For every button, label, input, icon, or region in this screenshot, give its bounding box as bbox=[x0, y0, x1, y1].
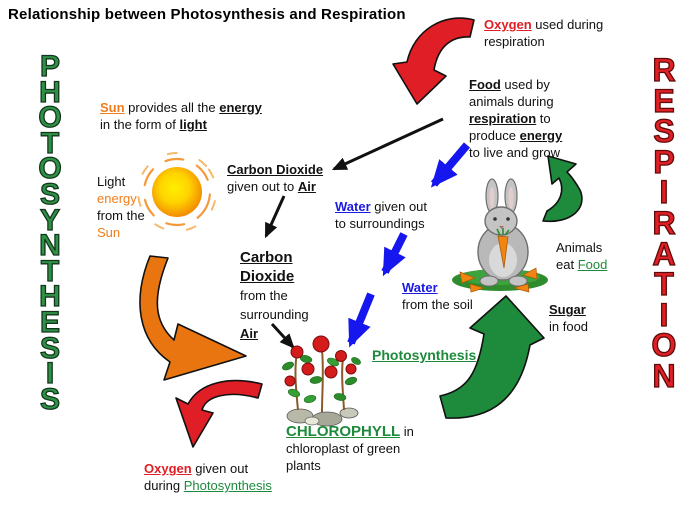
sun-provides-energy-text: Sun provides all the energy in the form … bbox=[100, 100, 262, 132]
green-hook-arrow-animals bbox=[542, 155, 583, 223]
oxygen-used-during-respiration-text: Oxygen used during respiration bbox=[484, 17, 604, 49]
carbon-dioxide-given-out-text: Carbon Dioxide given out to Air bbox=[227, 162, 324, 194]
sugar-in-food-text: Sugar in food bbox=[549, 302, 589, 334]
water-from-soil-text: Water from the soil bbox=[402, 280, 473, 312]
water-given-out-text: Water given out to surroundings bbox=[335, 199, 428, 231]
page-title: Relationship between Photosynthesis and … bbox=[8, 6, 406, 23]
black-arrow-food-to-co2 bbox=[331, 117, 444, 171]
animals-eat-food-text: Animals eat Food bbox=[556, 240, 608, 272]
light-energy-from-sun-text: Light energy from the Sun bbox=[97, 174, 145, 240]
orange-curved-arrow-light bbox=[139, 255, 247, 381]
food-used-by-animals-text: Food used by animals during respiration … bbox=[469, 77, 563, 160]
red-curved-arrow-top bbox=[392, 17, 475, 105]
red-curved-arrow-bottom bbox=[175, 379, 263, 448]
photosynthesis-label: Photosynthesis bbox=[372, 347, 477, 363]
oxygen-given-out-text: Oxygen given out during Photosynthesis bbox=[144, 461, 272, 493]
chlorophyll-text: CHLOROPHYLL in chloroplast of green plan… bbox=[286, 423, 414, 473]
black-arrow-air-to-plant bbox=[270, 322, 295, 349]
black-arrow-co2out-to-co2from bbox=[264, 195, 286, 239]
blue-arrow-water-2 bbox=[381, 232, 408, 277]
blue-arrow-water-3 bbox=[347, 292, 375, 348]
green-curved-arrow-sugar bbox=[439, 295, 545, 419]
sun-icon bbox=[137, 152, 217, 232]
carbon-dioxide-from-air-text: Carbon Dioxide from the surrounding Air bbox=[240, 249, 309, 341]
blue-arrow-water-1 bbox=[430, 142, 471, 188]
red-rose-plant-icon bbox=[282, 335, 361, 427]
rabbit-eating-carrot-icon bbox=[452, 178, 548, 293]
